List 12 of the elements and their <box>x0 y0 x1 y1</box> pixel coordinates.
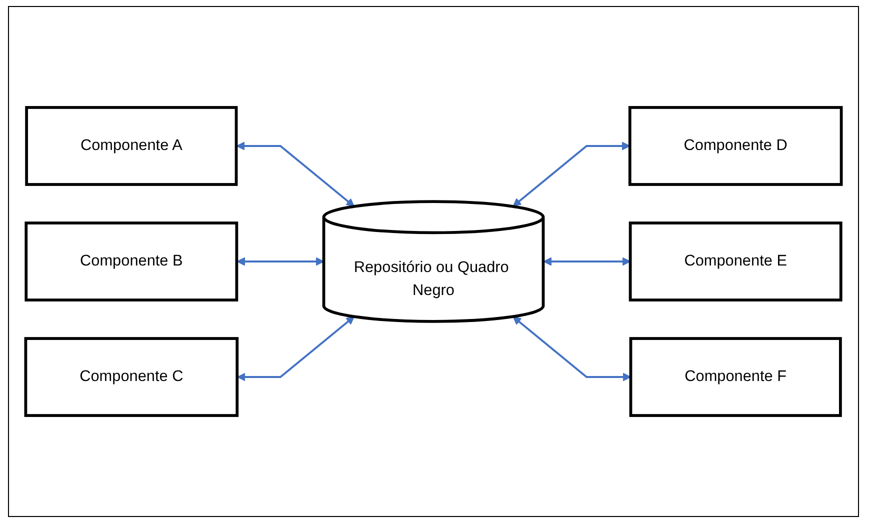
node-box: Componente B <box>24 222 238 302</box>
node-box: Componente F <box>629 337 842 417</box>
node-box: Componente D <box>628 106 843 186</box>
node-box: Componente A <box>25 106 238 186</box>
node-box: Componente E <box>628 222 842 302</box>
arrow <box>236 142 355 207</box>
arrow <box>512 142 630 207</box>
arrow <box>237 316 355 382</box>
arrow <box>512 316 632 382</box>
node-box: Componente C <box>24 337 239 417</box>
arrow <box>543 257 631 266</box>
arrow <box>236 257 324 266</box>
